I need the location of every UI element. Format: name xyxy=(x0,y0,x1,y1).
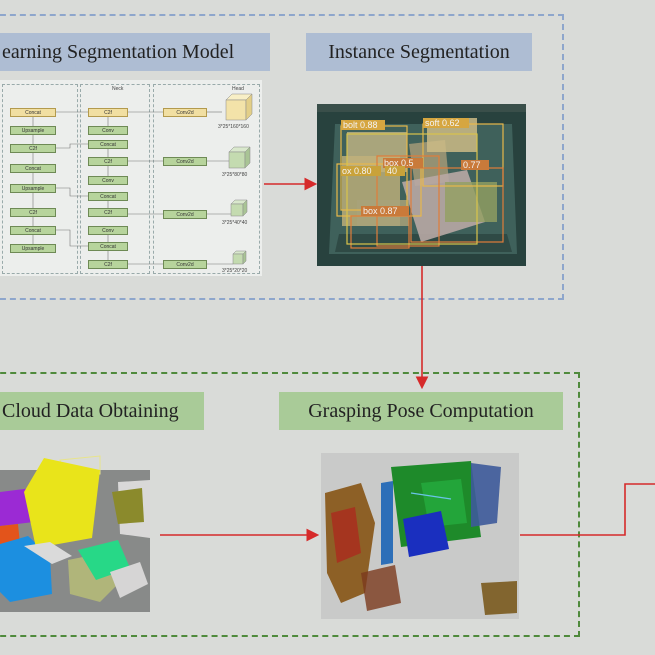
cube-icon xyxy=(228,146,251,169)
backbone-box: C2f xyxy=(10,208,56,217)
detection-label: 40 xyxy=(387,166,397,176)
neck-box: Concat xyxy=(88,242,128,251)
head-shape-label: 3*25*160*160 xyxy=(218,124,249,130)
backbone-box: Concat xyxy=(10,164,56,173)
network-connectors xyxy=(32,111,233,265)
cloud-data-label: Cloud Data Obtaining xyxy=(0,392,204,430)
arrow-to-output xyxy=(520,483,655,536)
head-shape-label: 3*25*80*80 xyxy=(222,172,248,178)
neck-title: Neck xyxy=(112,86,124,92)
network-diagram: Neck Head Concat Upsample C2f Concat Ups… xyxy=(0,80,262,276)
detection-label: soft 0.62 xyxy=(425,118,460,128)
neck-box: Conv xyxy=(88,126,128,135)
backbone-column xyxy=(2,84,78,274)
neck-box: C2f xyxy=(88,208,128,217)
neck-box: Concat xyxy=(88,140,128,149)
neck-box: Conv xyxy=(88,176,128,185)
neck-box: C2f xyxy=(88,157,128,166)
backbone-box: Upsample xyxy=(10,244,56,253)
detection-label: ox 0.80 xyxy=(342,166,372,176)
segmentation-stage-frame xyxy=(0,14,564,300)
backbone-box: Concat xyxy=(10,108,56,117)
cube-icon xyxy=(230,199,248,217)
backbone-box: Upsample xyxy=(10,126,56,135)
backbone-box: Upsample xyxy=(10,184,56,193)
backbone-box: Concat xyxy=(10,226,56,235)
head-shape-label: 3*25*20*20 xyxy=(222,268,248,274)
head-title: Head xyxy=(232,86,244,92)
seg-model-label: earning Segmentation Model xyxy=(0,33,270,71)
backbone-box: C2f xyxy=(10,144,56,153)
grasping-pose-image xyxy=(321,453,519,619)
detection-label: box 0.87 xyxy=(363,206,398,216)
detection-label: bolt 0.88 xyxy=(343,120,378,130)
neck-column xyxy=(80,84,150,274)
cube-icon xyxy=(225,93,253,121)
head-output-cubes xyxy=(225,93,253,265)
cube-icon xyxy=(232,250,247,265)
grasp-axis xyxy=(410,492,452,500)
neck-box: Conv xyxy=(88,226,128,235)
detection-label: box 0.5 xyxy=(384,158,414,168)
head-column xyxy=(153,84,260,274)
instance-seg-label: Instance Segmentation xyxy=(306,33,532,71)
detection-label: 0.77 xyxy=(463,160,481,170)
instance-segmentation-image: bolt 0.88 soft 0.62 box 0.5 0.77 ox 0.80… xyxy=(317,104,526,266)
head-conv-box: Conv2d xyxy=(163,260,207,269)
neck-box: C2f xyxy=(88,108,128,117)
head-shape-label: 3*25*40*40 xyxy=(222,220,248,226)
neck-box: C2f xyxy=(88,260,128,269)
neck-box: Concat xyxy=(88,192,128,201)
head-conv-box: Conv2d xyxy=(163,157,207,166)
head-conv-box: Conv2d xyxy=(163,108,207,117)
pose-stage-frame xyxy=(0,372,580,637)
pose-computation-label: Grasping Pose Computation xyxy=(279,392,563,430)
segmented-point-cloud-image xyxy=(0,452,150,612)
head-conv-box: Conv2d xyxy=(163,210,207,219)
